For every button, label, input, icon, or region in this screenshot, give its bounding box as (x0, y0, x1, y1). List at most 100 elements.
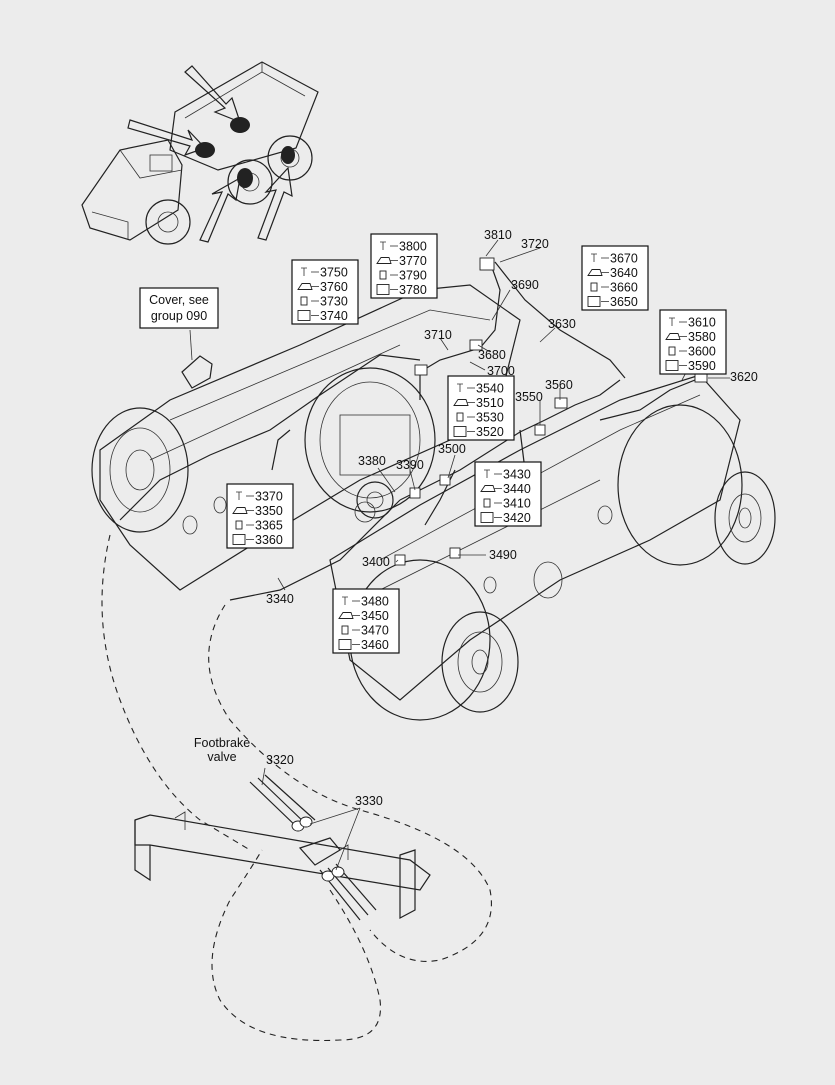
bolt-icon (380, 241, 386, 250)
part-number: 3360 (255, 533, 283, 547)
part-number: 3350 (255, 504, 283, 518)
part-number: 3660 (610, 281, 638, 295)
part-label: 3690 (511, 278, 539, 292)
part-label: 3380 (358, 454, 386, 468)
sleeve-icon (341, 625, 349, 635)
cover-callout: Cover, see group 090 (139, 287, 219, 329)
leader-lines (189, 239, 730, 871)
cover-callout-line2: group 090 (151, 309, 207, 323)
part-number: 3740 (320, 309, 348, 323)
part-number: 3590 (688, 359, 716, 373)
part-number: 3640 (610, 266, 638, 280)
part-label: 3630 (548, 317, 576, 331)
bolt-icon (301, 267, 307, 276)
part-label: 3620 (730, 370, 758, 384)
part-number: 3450 (361, 609, 389, 623)
part-label: 3490 (489, 548, 517, 562)
brake-line-route-3 (211, 849, 382, 1042)
part-label: 3320 (266, 753, 294, 767)
part-number: 3470 (361, 624, 389, 638)
part-number: 3410 (503, 497, 531, 511)
part-number: 3540 (476, 382, 504, 396)
block-icon (376, 284, 390, 295)
part-number: 3520 (476, 425, 504, 439)
clip-icon (665, 333, 681, 340)
part-label: 3680 (478, 348, 506, 362)
part-number: 3800 (399, 240, 427, 254)
block-icon (338, 639, 352, 650)
block-icon (480, 512, 494, 523)
part-number: 3780 (399, 283, 427, 297)
part-number: 3600 (688, 345, 716, 359)
part-label: 3560 (545, 378, 573, 392)
part-label: 3710 (424, 328, 452, 342)
part-box-frame (659, 309, 727, 375)
part-number: 3365 (255, 519, 283, 533)
cover-callout-line1: Cover, see (149, 293, 209, 307)
bogie-assembly (91, 284, 776, 721)
part-number: 3670 (610, 252, 638, 266)
block-icon (297, 310, 311, 321)
part-number: 3760 (320, 280, 348, 294)
part-number: 3730 (320, 295, 348, 309)
block-icon (232, 534, 246, 545)
part-label: 3330 (355, 794, 383, 808)
clip-icon (232, 507, 248, 514)
sleeve-icon (590, 282, 598, 292)
standalone-part-labels: 3810 3720 3690 3630 3710 3680 3700 3560 … (266, 228, 758, 808)
sleeve-icon (483, 498, 491, 508)
part-number: 3610 (688, 316, 716, 330)
part-label: 3700 (487, 364, 515, 378)
block-icon (665, 360, 679, 371)
part-label: 3400 (362, 555, 390, 569)
clip-icon (480, 485, 496, 492)
clip-icon (587, 269, 603, 276)
footbrake-label-line1: Footbrake (194, 736, 250, 750)
part-number: 3650 (610, 295, 638, 309)
part-label: 3720 (521, 237, 549, 251)
part-number: 3530 (476, 411, 504, 425)
sleeve-icon (235, 520, 243, 530)
brake-lines (119, 257, 708, 601)
brake-line-route (101, 534, 251, 851)
part-number: 3480 (361, 595, 389, 609)
sleeve-icon (300, 296, 308, 306)
clip-icon (297, 283, 313, 290)
truck-overview-illustration (81, 61, 319, 245)
footbrake-label-line2: valve (207, 750, 236, 764)
bolt-icon (457, 383, 463, 392)
bolt-icon (591, 253, 597, 262)
footbrake-valve-assembly (134, 774, 431, 921)
clip-icon (338, 612, 354, 619)
part-number: 3430 (503, 468, 531, 482)
sleeve-icon (456, 412, 464, 422)
part-number: 3440 (503, 482, 531, 496)
clip-icon (376, 257, 392, 264)
part-number: 3770 (399, 254, 427, 268)
part-number: 3460 (361, 638, 389, 652)
part-label: 3390 (396, 458, 424, 472)
cover-callout-box (139, 287, 219, 329)
block-icon (453, 426, 467, 437)
bolt-icon (484, 469, 490, 478)
part-label: 3340 (266, 592, 294, 606)
clip-icon (453, 399, 469, 406)
part-box-frame (474, 461, 542, 527)
bolt-icon (669, 317, 675, 326)
part-number: 3420 (503, 511, 531, 525)
part-number: 3750 (320, 266, 348, 280)
sleeve-icon (379, 270, 387, 280)
part-number: 3790 (399, 269, 427, 283)
bolt-icon (236, 491, 242, 500)
bolt-icon (342, 596, 348, 605)
sleeve-icon (668, 346, 676, 356)
part-label: 3550 (515, 390, 543, 404)
block-icon (587, 296, 601, 307)
